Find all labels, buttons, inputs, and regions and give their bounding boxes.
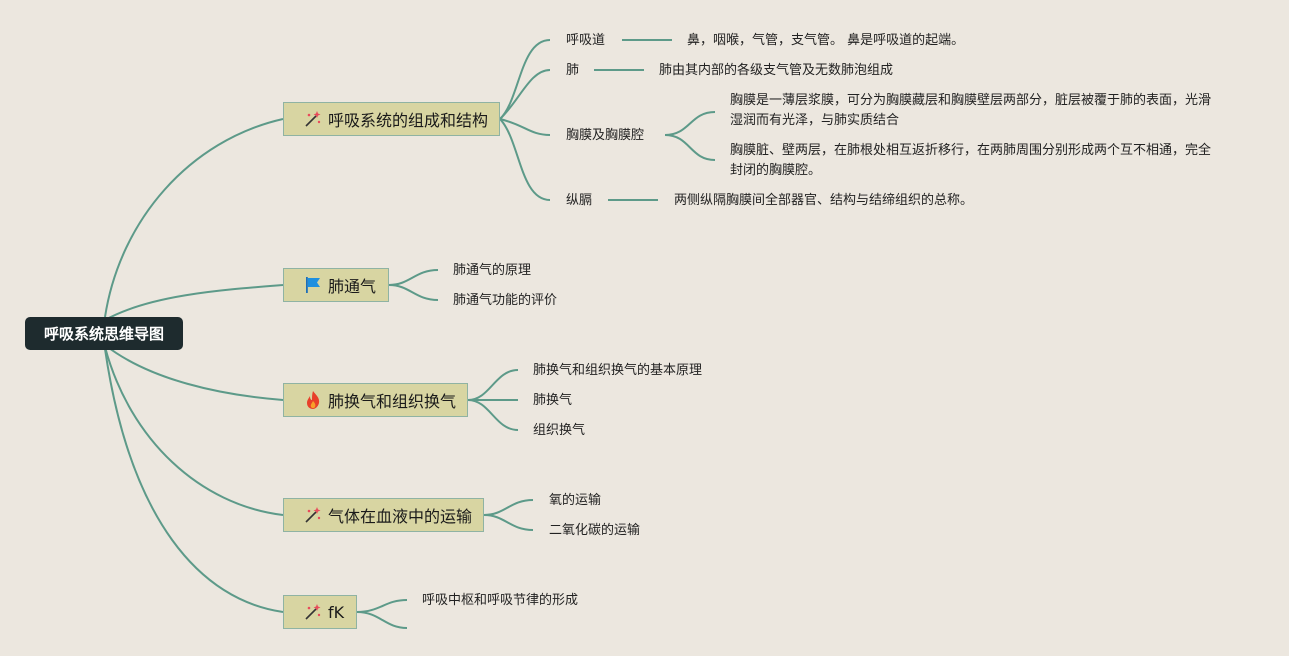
node-respiratory-tract[interactable]: 呼吸道 [566, 33, 606, 48]
node-lung-detail[interactable]: 肺由其内部的各级支气管及无数肺泡组成 [659, 63, 894, 78]
node-oxygen-transport[interactable]: 氧的运输 [549, 493, 602, 508]
node-ventilation-evaluation[interactable]: 肺通气功能的评价 [453, 293, 558, 308]
root-node[interactable]: 呼吸系统思维导图 [25, 317, 183, 350]
node-co2-transport[interactable]: 二氧化碳的运输 [549, 523, 641, 538]
node-mediastinum[interactable]: 纵膈 [566, 193, 593, 208]
topic-pulmonary-ventilation[interactable]: 肺通气 [283, 268, 389, 302]
sparkle-wand-icon [302, 108, 324, 130]
node-pleura[interactable]: 胸膜及胸膜腔 [566, 128, 645, 143]
node-respiratory-tract-detail[interactable]: 鼻，咽喉，气管，支气管。 鼻是呼吸道的起端。 [687, 33, 965, 48]
sparkle-wand-icon [302, 504, 324, 526]
flag-icon [302, 274, 324, 296]
node-pleura-detail-2[interactable]: 胸膜脏、壁两层，在肺根处相互返折移行，在两肺周围分别形成两个互不相通，完全封闭的… [730, 143, 1212, 178]
node-pleura-detail-1[interactable]: 胸膜是一薄层浆膜，可分为胸膜藏层和胸膜壁层两部分，脏层被覆于肺的表面，光滑湿润而… [730, 93, 1212, 128]
sparkle-wand-icon [302, 601, 324, 623]
topic-respiratory-structure[interactable]: 呼吸系统的组成和结构 [283, 102, 500, 136]
fire-icon [302, 389, 324, 411]
node-mediastinum-detail[interactable]: 两侧纵隔胸膜间全部器官、结构与结缔组织的总称。 [674, 193, 974, 208]
node-lung[interactable]: 肺 [566, 63, 580, 78]
node-respiratory-center[interactable]: 呼吸中枢和呼吸节律的形成 [422, 593, 579, 608]
node-gas-exchange-principle[interactable]: 肺换气和组织换气的基本原理 [533, 363, 703, 378]
topic-gas-transport[interactable]: 气体在血液中的运输 [283, 498, 484, 532]
node-pulmonary-exchange[interactable]: 肺换气 [533, 393, 573, 408]
topic-gas-exchange[interactable]: 肺换气和组织换气 [283, 383, 468, 417]
topic-label: 肺换气和组织换气 [328, 392, 457, 411]
topic-label: 肺通气 [328, 277, 377, 296]
topic-label: fK [328, 602, 345, 622]
node-tissue-exchange[interactable]: 组织换气 [533, 423, 586, 438]
node-ventilation-principle[interactable]: 肺通气的原理 [453, 263, 532, 278]
topic-label: 气体在血液中的运输 [328, 507, 473, 526]
topic-label: 呼吸系统的组成和结构 [328, 111, 489, 130]
topic-fk[interactable]: fK [283, 595, 357, 629]
